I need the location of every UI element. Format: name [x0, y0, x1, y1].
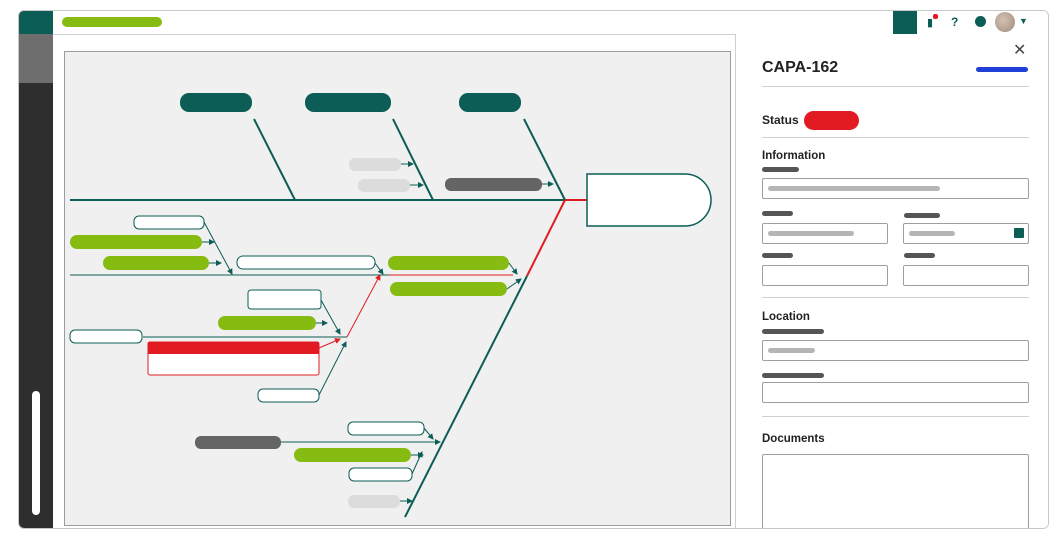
- cause-dark-1: [445, 178, 542, 191]
- app-logo[interactable]: [19, 11, 53, 34]
- notification-badge: [933, 14, 938, 19]
- effect-head: [586, 173, 712, 227]
- avatar[interactable]: [995, 12, 1015, 32]
- cause-outline-5: [257, 388, 320, 403]
- category-3: [459, 93, 521, 112]
- bone-upper-1: [253, 118, 296, 201]
- bone-upper-2: [392, 118, 434, 201]
- divider: [762, 416, 1029, 417]
- category-2: [305, 93, 391, 112]
- field-label: [762, 253, 793, 258]
- cause-branch-red-diag: [346, 274, 381, 338]
- cause-green-6: [294, 448, 411, 462]
- field-label: [762, 211, 793, 216]
- top-bar: ▮ ? ▼: [53, 11, 1048, 35]
- nav-item-active[interactable]: [19, 34, 53, 83]
- app-window: ▮ ? ▼: [18, 10, 1049, 529]
- information-field-4[interactable]: [903, 265, 1029, 286]
- cause-outline-7: [348, 467, 413, 482]
- cause-outline-2: [236, 255, 376, 270]
- documents-dropzone[interactable]: [762, 454, 1029, 528]
- bone-upper-3: [523, 118, 566, 201]
- section-documents: Documents: [762, 433, 825, 445]
- fishbone-diagram: [69, 93, 712, 518]
- help-icon[interactable]: ?: [951, 15, 959, 29]
- cause-light-2: [358, 179, 410, 192]
- cause-light-3: [348, 495, 400, 508]
- panel-accent-link[interactable]: [976, 67, 1028, 72]
- status-label: Status: [762, 113, 799, 127]
- field-label: [762, 329, 824, 334]
- app-title-placeholder: [62, 17, 162, 27]
- app-switcher-button[interactable]: [893, 11, 917, 34]
- bone-lower-red: [526, 199, 566, 277]
- cause-red-selected-header: [148, 342, 319, 354]
- location-field-2[interactable]: [762, 382, 1029, 403]
- information-field-1[interactable]: [762, 178, 1029, 199]
- bell-icon[interactable]: ▮: [927, 17, 934, 29]
- chevron-down-icon[interactable]: ▼: [1019, 16, 1028, 26]
- cause-green-4: [390, 282, 507, 296]
- information-field-2[interactable]: [762, 223, 888, 244]
- close-icon[interactable]: ✕: [1013, 42, 1027, 59]
- detail-panel: ✕ CAPA-162 Status Information Location: [735, 34, 1048, 528]
- left-nav-rail: [19, 11, 53, 528]
- cause-outline-4: [247, 289, 322, 310]
- cause-light-1: [349, 158, 401, 171]
- cause-green-1: [70, 235, 202, 249]
- status-dot-icon[interactable]: [975, 16, 986, 27]
- status-badge[interactable]: [804, 111, 859, 130]
- cause-outline-3: [69, 329, 143, 344]
- field-label: [904, 253, 935, 258]
- location-field-1[interactable]: [762, 340, 1029, 361]
- cause-dark-2: [195, 436, 281, 449]
- cause-outline-6: [347, 421, 425, 436]
- cause-outline-1: [133, 215, 205, 230]
- information-field-3[interactable]: [762, 265, 888, 286]
- fishbone-canvas[interactable]: [64, 51, 731, 526]
- cause-green-3: [388, 256, 509, 270]
- nav-scrollbar[interactable]: [32, 391, 40, 515]
- field-label: [762, 167, 799, 172]
- cause-green-2: [103, 256, 209, 270]
- divider: [762, 137, 1029, 138]
- field-label: [762, 373, 824, 378]
- cause-green-5: [218, 316, 316, 330]
- bone-lower-main: [404, 275, 528, 518]
- category-1: [180, 93, 252, 112]
- section-information: Information: [762, 150, 826, 162]
- panel-title: CAPA-162: [762, 59, 839, 76]
- section-location: Location: [762, 311, 810, 323]
- field-label: [904, 213, 940, 218]
- divider: [762, 297, 1029, 298]
- select-icon: [1014, 228, 1024, 238]
- information-select[interactable]: [903, 223, 1029, 244]
- divider: [762, 86, 1029, 87]
